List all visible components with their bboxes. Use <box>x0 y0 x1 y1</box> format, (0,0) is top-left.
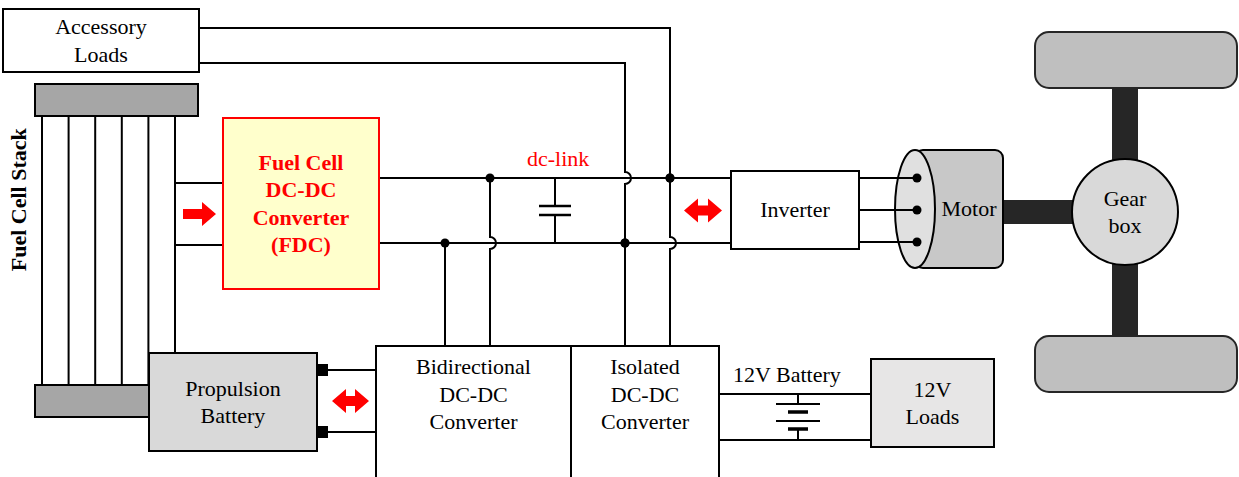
wire <box>860 241 898 243</box>
load-box: Accessory Loads <box>2 8 200 73</box>
power-flow-arrow <box>684 199 722 223</box>
cell-line <box>94 116 96 385</box>
connector <box>380 178 730 243</box>
converter-box: Bidirectional DC-DC Converter <box>375 345 572 477</box>
stack-end-plate <box>35 84 198 116</box>
node-text: Isolated DC-DC Converter <box>589 353 701 436</box>
drive-shaft <box>1001 200 1074 224</box>
node-text: 12V Loads <box>893 376 973 431</box>
wire <box>860 177 898 179</box>
power-flow-arrow <box>332 389 369 413</box>
node-text: Fuel Cell Stack <box>4 128 32 271</box>
connector <box>720 394 870 440</box>
wire <box>328 369 375 371</box>
connector <box>175 183 222 245</box>
gearbox-circle: Gear box <box>1070 157 1180 267</box>
wire <box>380 242 730 244</box>
power-flow-arrow <box>183 202 216 226</box>
junction-dot <box>666 174 675 183</box>
converter-box: Isolated DC-DC Converter <box>570 345 720 477</box>
node-text: Propulsion Battery <box>173 375 293 430</box>
inverter-box: Inverter <box>730 170 860 250</box>
battery-plate <box>776 420 820 422</box>
capacitor-lead <box>554 215 556 243</box>
load-box: 12V Loads <box>870 358 995 448</box>
text-group: Accessory Loads <box>41 13 161 68</box>
wire <box>380 177 730 179</box>
text-group: Fuel Cell Stack <box>4 128 32 271</box>
junction-dot <box>486 174 495 183</box>
wire <box>328 431 375 433</box>
node-text: Bidirectional DC-DC Converter <box>401 353 546 436</box>
cell-line <box>121 116 123 385</box>
wire <box>490 178 496 345</box>
battery-plate <box>776 403 820 405</box>
wire <box>175 182 222 184</box>
text-group: Inverter <box>760 196 830 224</box>
terminal-dot <box>913 238 922 247</box>
axle-shaft <box>1112 262 1138 338</box>
wire <box>624 243 626 345</box>
node-text: Fuel Cell DC-DC Converter (FDC) <box>240 149 362 259</box>
connector <box>860 178 898 242</box>
connector <box>441 174 497 346</box>
wire <box>860 209 895 211</box>
cell-line <box>41 116 43 385</box>
motor-face <box>895 150 935 268</box>
connector <box>621 174 677 346</box>
battery-lead <box>797 429 799 440</box>
text-group: Gear box <box>1094 185 1156 240</box>
junction-dot <box>666 174 675 183</box>
bus-label: dc-link <box>527 145 589 173</box>
junction-dot <box>621 239 630 248</box>
wire <box>670 178 676 345</box>
text-group: Fuel Cell DC-DC Converter (FDC) <box>240 149 362 259</box>
wheel <box>1035 336 1237 392</box>
node-text: Gear box <box>1094 185 1156 240</box>
terminal-dot <box>913 206 922 215</box>
battery-terminal <box>317 364 328 376</box>
battery-box: Propulsion Battery <box>148 352 318 452</box>
junction-dot <box>441 239 450 248</box>
wheel <box>1035 32 1237 88</box>
text-group: Bidirectional DC-DC Converter <box>401 353 546 436</box>
battery-terminal <box>317 426 328 438</box>
cell-line <box>68 116 70 385</box>
battery-label: 12V Battery <box>733 361 841 389</box>
text-group: Motor <box>942 195 997 223</box>
connector <box>1001 200 1074 224</box>
text-group: 12V Loads <box>893 376 973 431</box>
node-text: Inverter <box>760 196 830 224</box>
converter-box: Fuel Cell DC-DC Converter (FDC) <box>222 117 380 290</box>
node-text: Motor <box>942 195 997 223</box>
wire <box>720 393 870 395</box>
cell-line <box>174 116 176 385</box>
node-text: Accessory Loads <box>41 13 161 68</box>
motor-cylinder: Motor <box>893 148 1005 270</box>
capacitor-lead <box>554 178 556 206</box>
text-group: Propulsion Battery <box>173 375 293 430</box>
wire <box>720 439 870 441</box>
axle-shaft <box>1112 86 1138 162</box>
wire <box>444 243 446 345</box>
junction-dot <box>621 239 630 248</box>
gearbox-circle-outline <box>1070 157 1180 267</box>
capacitor-plate <box>539 205 571 208</box>
terminal-dot <box>913 174 922 183</box>
cell-line <box>147 116 149 385</box>
battery-plate <box>788 410 808 414</box>
wire <box>175 244 222 246</box>
battery-lead <box>797 394 799 404</box>
text-group: Isolated DC-DC Converter <box>589 353 701 436</box>
gear-circle <box>1072 159 1178 265</box>
connector <box>328 370 375 432</box>
